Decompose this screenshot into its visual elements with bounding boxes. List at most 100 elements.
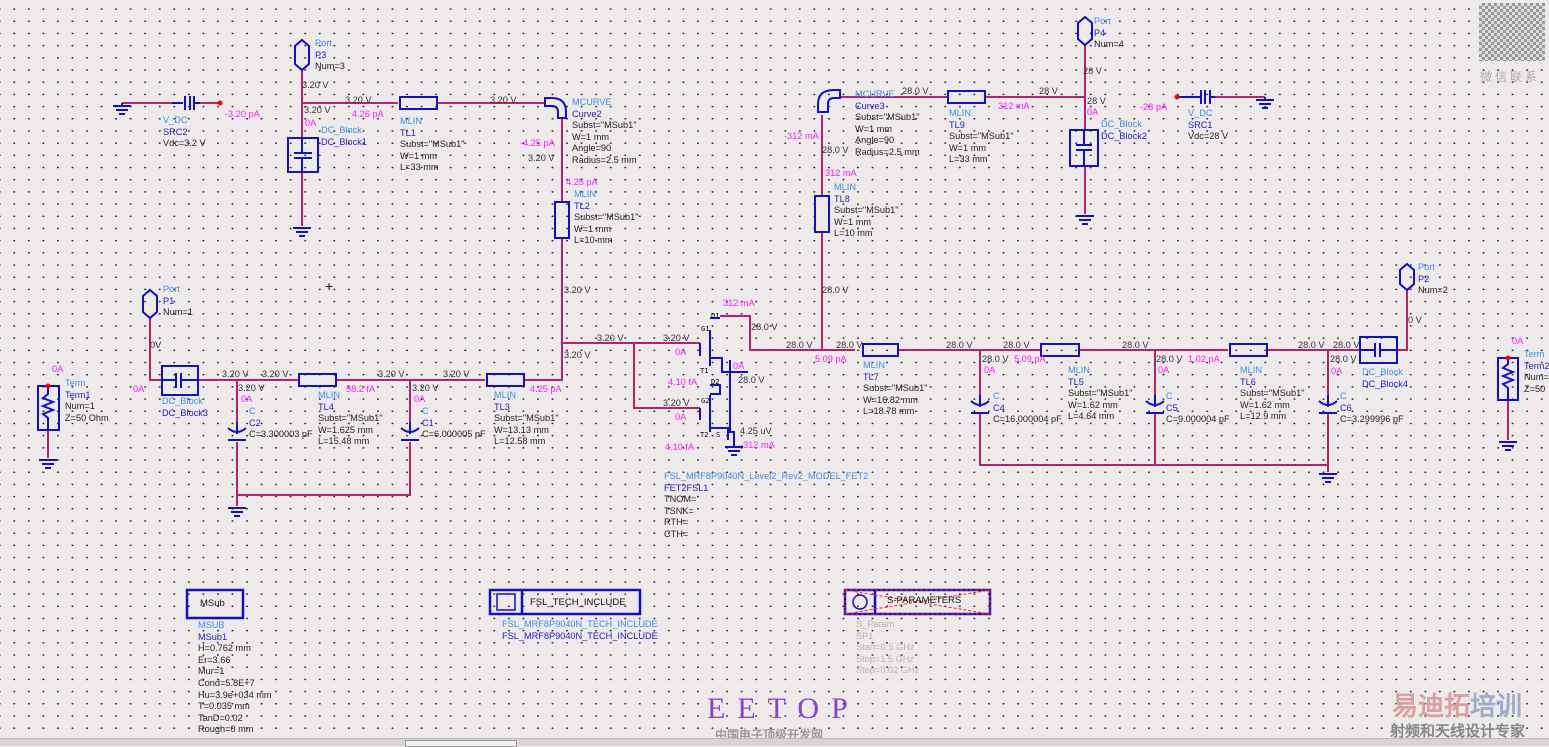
node-voltage: 28 V xyxy=(1039,86,1058,96)
s-parameters-box[interactable]: S-PARAMETERS xyxy=(887,595,962,606)
node-voltage: 0V xyxy=(150,340,162,350)
qr-caption: 微信联系 xyxy=(1480,70,1541,84)
msub-box[interactable]: MSub xyxy=(200,598,225,609)
fet-pin-g2: G2 xyxy=(701,397,710,405)
param: L=15.48 mm xyxy=(318,436,370,447)
param: W=1 mm xyxy=(949,142,987,153)
branch-current: 4.25 pA xyxy=(530,384,562,394)
branch-current: 0A xyxy=(984,365,996,375)
node-voltage: 3.20 V xyxy=(564,285,591,295)
node-voltage: 4.25 uV xyxy=(740,426,772,436)
type: C xyxy=(1166,391,1173,401)
instance: SRC2 xyxy=(163,126,188,137)
param: Start=0.5 GHz xyxy=(856,642,915,653)
type: Term xyxy=(1524,349,1545,359)
branch-current: 0A xyxy=(241,394,253,404)
node-voltage: 3.20 V xyxy=(302,80,329,90)
node-voltage: 28 V xyxy=(1083,66,1102,76)
branch-current: 5.09 pA xyxy=(1014,354,1046,364)
type: MCURVE xyxy=(572,97,612,107)
param: Angle=90 xyxy=(855,135,895,146)
type: FSL_MRF8P9040N_TECH_INCLUDE xyxy=(502,619,658,629)
param: C=3.300003 pF xyxy=(249,429,313,440)
param: L=33 mm xyxy=(400,162,439,173)
param: Num=4 xyxy=(1094,39,1124,50)
horizontal-scrollbar[interactable] xyxy=(0,738,1549,746)
crosshair-cursor-icon: + xyxy=(325,278,334,294)
instance: C1 xyxy=(422,417,434,428)
node-voltage: 28 V xyxy=(1087,96,1106,106)
instance: TL7 xyxy=(863,371,879,382)
fet-pin-d1: D1 xyxy=(711,312,720,320)
param: C=9.000004 pF xyxy=(1166,414,1230,425)
instance: FSL_MRF8P9040N_TECH_INCLUDE xyxy=(502,630,658,641)
instance: C2 xyxy=(249,417,261,428)
param: Subst="MSub1" xyxy=(1068,388,1133,399)
instance: TL1 xyxy=(400,127,416,138)
type: MLIN xyxy=(863,360,885,370)
branch-current: 0A xyxy=(414,394,426,404)
param: Subst="MSub1" xyxy=(572,120,637,131)
components xyxy=(37,15,1519,517)
eetop-watermark: EETOP xyxy=(707,692,860,725)
node-voltage: 3.20 V xyxy=(597,333,624,343)
tech-include-box[interactable]: FSL_TECH_INCLUDE xyxy=(530,597,626,608)
fet-pin-s: S xyxy=(716,431,721,439)
node-voltage: 3.20 V xyxy=(528,153,555,163)
param: Step=0.02 GHz xyxy=(856,665,920,676)
param: H=0.762 mm xyxy=(198,643,251,654)
branch-current: 312 mA xyxy=(723,298,755,308)
type: C xyxy=(249,406,256,416)
param: W=1 mm xyxy=(834,216,872,227)
branch-current: 58.2 fA xyxy=(346,384,376,394)
param: Subst="MSub1" xyxy=(949,131,1014,142)
param: Mur=1 xyxy=(198,666,225,677)
type: Port xyxy=(315,38,332,48)
instance: MSub1 xyxy=(198,631,228,642)
node-voltage: 28.0 V xyxy=(1298,340,1325,350)
instance: SP1 xyxy=(856,630,874,641)
node-voltage: 3.20 V xyxy=(304,105,331,115)
branch-current: 0A xyxy=(1158,365,1170,375)
branch-current: 0A xyxy=(675,412,687,422)
scrollbar-thumb[interactable] xyxy=(405,740,517,747)
node-voltage: 3.20 V xyxy=(238,383,265,393)
type: V_DC xyxy=(163,115,188,125)
branch-current: 0A xyxy=(1087,107,1099,117)
node-voltage: 3.20 V xyxy=(262,369,289,379)
param: L=18.78 mm xyxy=(863,406,915,417)
